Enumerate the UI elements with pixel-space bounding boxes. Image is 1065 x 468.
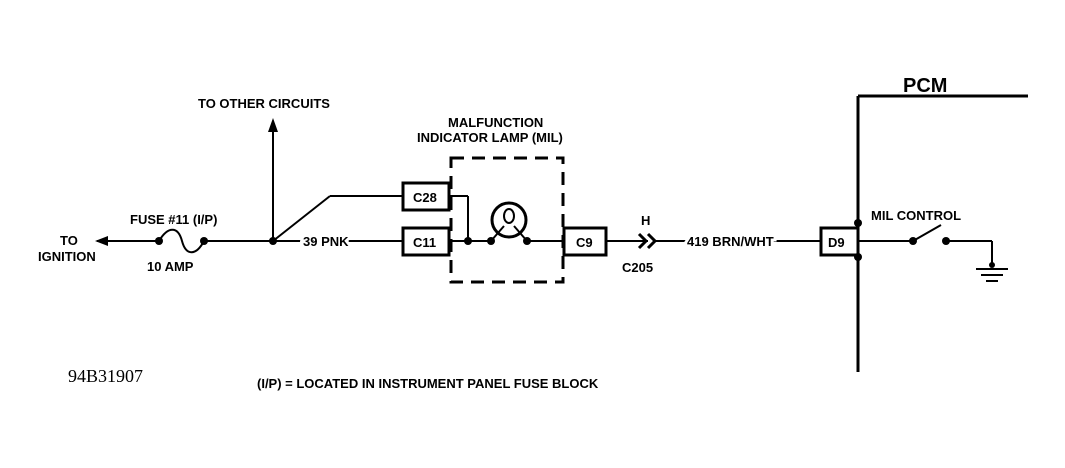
to-other-circuits-arrow [268,118,278,241]
pcm-label: PCM [903,75,947,97]
to-other-circuits-label: TO OTHER CIRCUITS [198,96,330,111]
mil-splice-dot [464,237,472,245]
pcm-dot-lower [854,253,862,261]
to-ignition-arrow [95,236,156,246]
wire-419-label: 419 BRN/WHT [687,234,774,249]
lamp-icon [490,201,528,242]
connector-c28 [401,181,451,212]
mil-title-line2: INDICATOR LAMP (MIL) [417,130,563,145]
fuse-amp-label: 10 AMP [147,259,194,274]
connector-c28-label: C28 [413,190,437,205]
to-label: TO [60,233,78,248]
connector-c9 [562,226,608,257]
mil-title-line1: MALFUNCTION [448,115,543,130]
fuse-label: FUSE #11 (I/P) [130,212,217,227]
connector-d9-label: D9 [828,235,845,250]
wire-39-label: 39 PNK [303,234,349,249]
figure-code: 94B31907 [68,366,143,386]
connector-c205-label: C205 [622,260,653,275]
connector-c9-label: C9 [576,235,593,250]
fuse-symbol [155,228,208,254]
ignition-label: IGNITION [38,249,96,264]
connector-h-label: H [641,213,650,228]
footnote: (I/P) = LOCATED IN INSTRUMENT PANEL FUSE… [257,376,599,391]
mil-control-label: MIL CONTROL [871,208,961,223]
mil-control-switch [909,224,950,245]
ground-icon [976,262,1008,282]
mil-enclosure [449,156,565,284]
pcm-dot-upper [854,219,862,227]
connector-c11-label: C11 [413,235,436,250]
wire-splice-to-c28 [272,195,331,242]
